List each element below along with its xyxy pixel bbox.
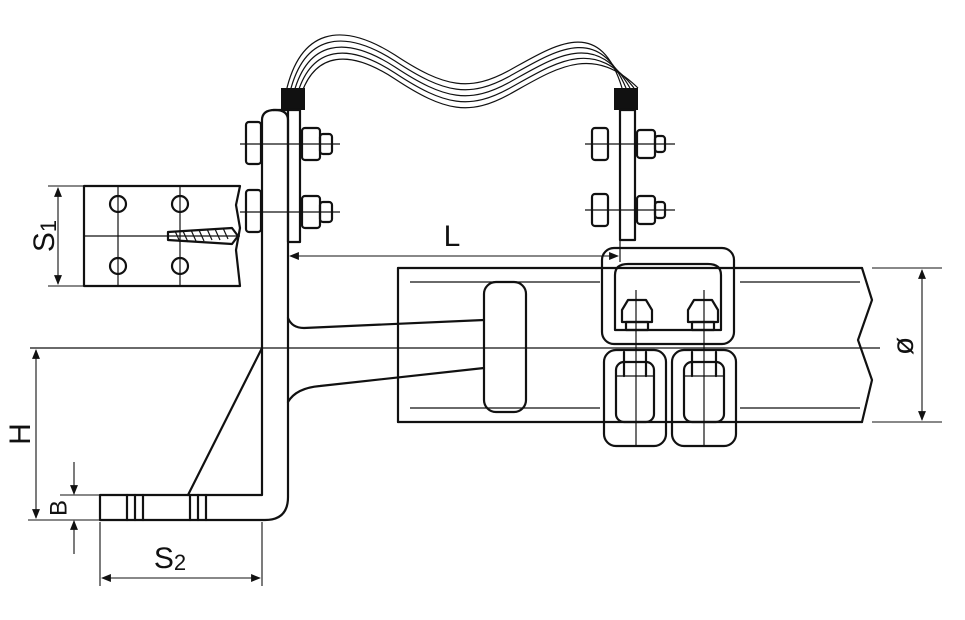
ubolt-clamp-left — [602, 348, 668, 448]
dimension-s2-subscript: 2 — [174, 550, 186, 575]
dimension-s2-label: S — [154, 542, 174, 575]
svg-text:S2: S2 — [154, 542, 186, 575]
dimension-l-label: L — [444, 220, 461, 253]
l-bracket — [98, 108, 290, 522]
braid-ferrule-right — [614, 88, 638, 110]
dimension-s1-subscript: 1 — [36, 220, 61, 232]
dimension-diameter: ø — [872, 267, 942, 423]
dimension-s2: S2 — [99, 522, 263, 586]
braid-ferrule-left — [281, 88, 305, 110]
saddle-clamp-top — [600, 246, 736, 346]
dimension-s1-label: S — [28, 232, 61, 252]
dimension-l: L — [289, 220, 619, 260]
dimension-b: B — [45, 462, 100, 554]
svg-text:S1: S1 — [28, 220, 61, 252]
dimension-h: H — [4, 349, 100, 521]
support-arm — [286, 316, 486, 404]
tubular-busbar — [396, 266, 874, 424]
dimension-s1: S1 — [28, 185, 84, 287]
dimension-b-label: B — [45, 500, 72, 516]
flexible-braid-connector — [285, 34, 639, 109]
dimension-diameter-label: ø — [887, 337, 920, 355]
right-terminal-plate — [585, 108, 675, 262]
clamp-block — [482, 280, 528, 414]
left-terminal-plate — [240, 108, 340, 244]
dimension-h-label: H — [4, 423, 37, 445]
terminal-plate-side-view — [82, 184, 242, 288]
